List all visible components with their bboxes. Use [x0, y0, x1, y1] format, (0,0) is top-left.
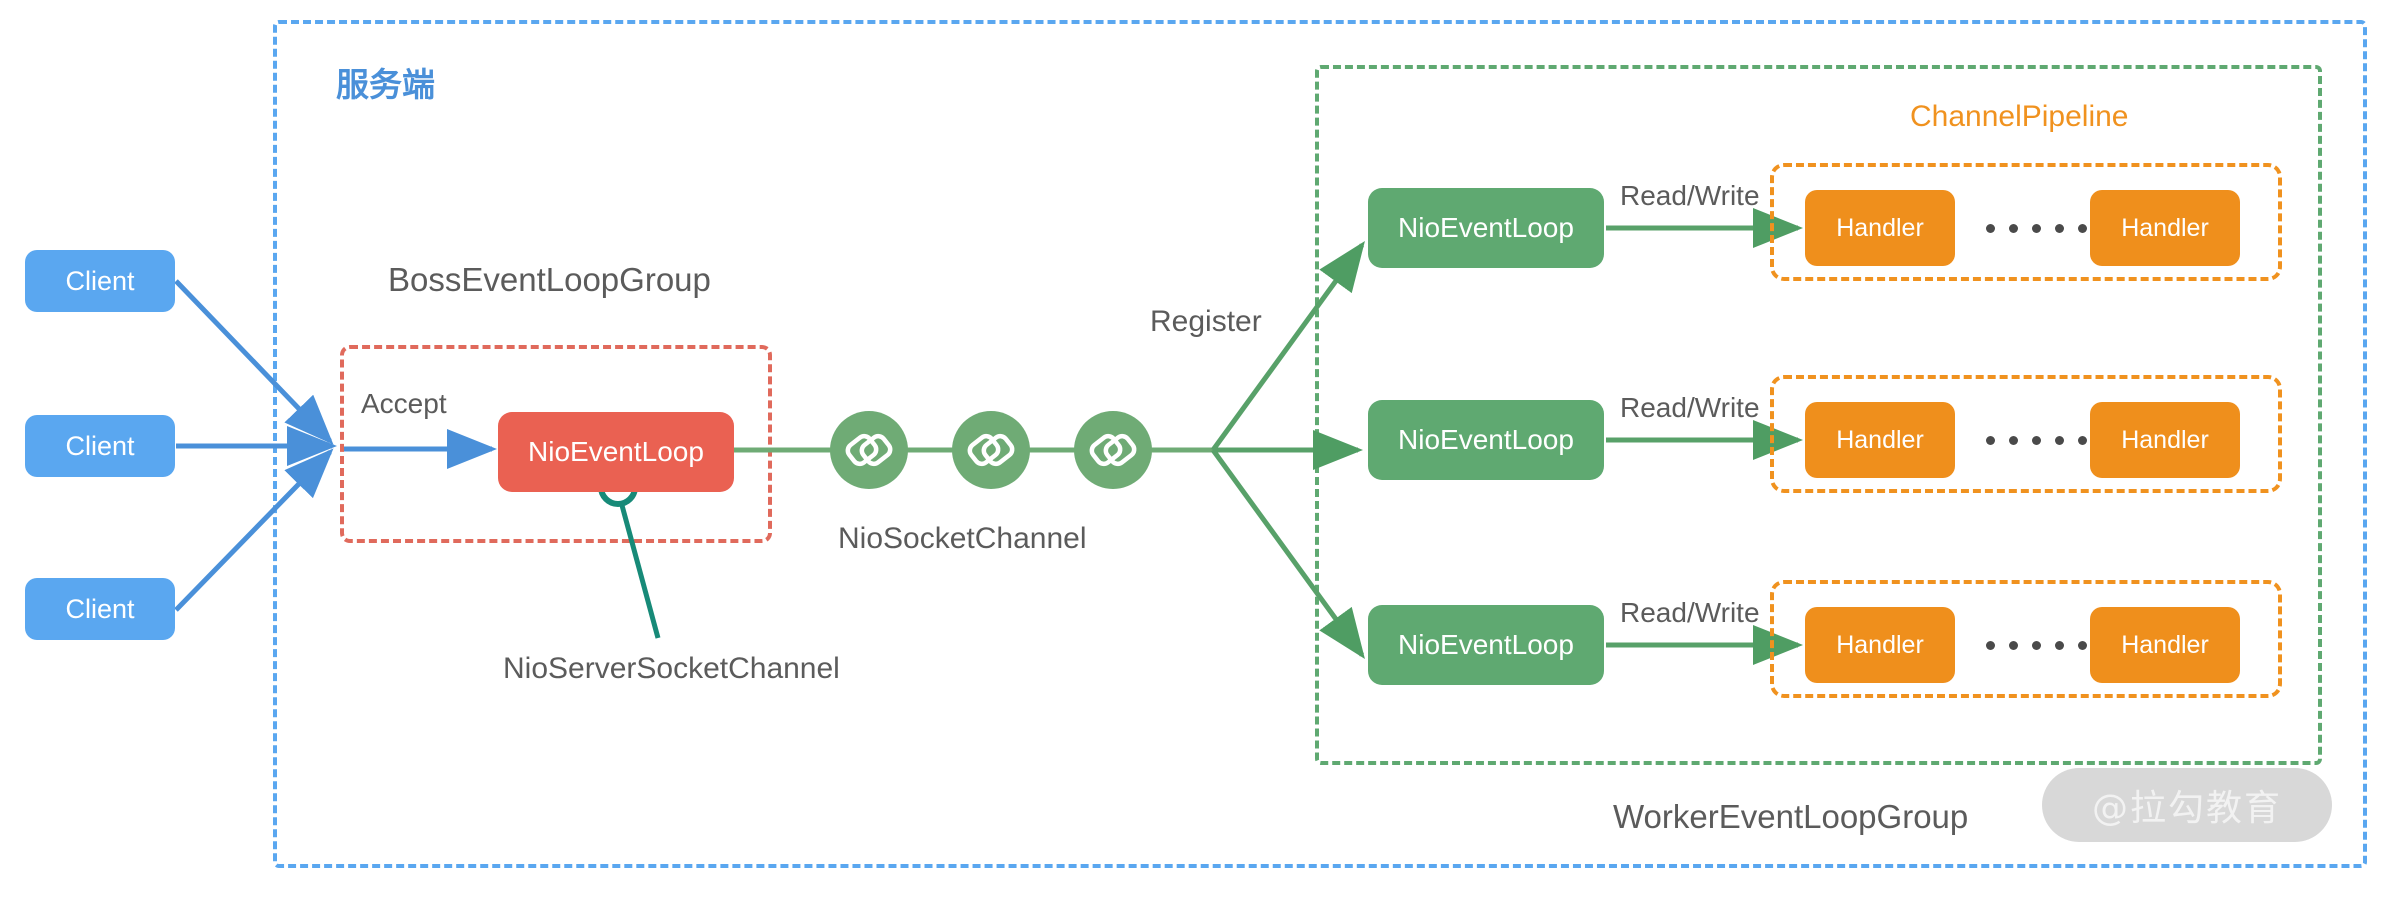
worker-nio-event-loop-label: NioEventLoop [1398, 212, 1574, 243]
worker-event-loop-group-box [1315, 65, 2322, 765]
watermark-badge: @拉勾教育 [2042, 768, 2332, 842]
handler-node-1a[interactable]: Handler [1805, 190, 1955, 266]
channel-pipeline-label: ChannelPipeline [1910, 100, 2129, 133]
boss-nio-event-loop-label: NioEventLoop [528, 436, 704, 467]
client-label: Client [65, 265, 135, 296]
read-write-label-2: Read/Write [1620, 392, 1760, 423]
boss-event-loop-group-label: BossEventLoopGroup [388, 261, 711, 298]
nio-server-socket-channel-label: NioServerSocketChannel [503, 652, 840, 685]
handler-label: Handler [2121, 213, 2209, 242]
handler-label: Handler [1836, 213, 1924, 242]
handler-label: Handler [2121, 630, 2209, 659]
nio-socket-channel-label: NioSocketChannel [838, 522, 1087, 555]
client-node-3[interactable]: Client [25, 578, 175, 640]
client-label: Client [65, 593, 135, 624]
handler-node-3b[interactable]: Handler [2090, 607, 2240, 683]
nio-socket-channel-node-2[interactable] [952, 411, 1030, 489]
worker-nio-event-loop-node-2[interactable]: NioEventLoop [1368, 400, 1604, 480]
handler-label: Handler [1836, 630, 1924, 659]
worker-nio-event-loop-node-3[interactable]: NioEventLoop [1368, 605, 1604, 685]
client-label: Client [65, 430, 135, 461]
worker-nio-event-loop-node-1[interactable]: NioEventLoop [1368, 188, 1604, 268]
handler-label: Handler [1836, 425, 1924, 454]
boss-event-loop-group-box [340, 345, 772, 543]
worker-nio-event-loop-label: NioEventLoop [1398, 629, 1574, 660]
read-write-label-3: Read/Write [1620, 597, 1760, 628]
handler-node-2b[interactable]: Handler [2090, 402, 2240, 478]
client-node-1[interactable]: Client [25, 250, 175, 312]
client-node-2[interactable]: Client [25, 415, 175, 477]
link-icon [1089, 433, 1137, 467]
nio-socket-channel-node-3[interactable] [1074, 411, 1152, 489]
channel-pipeline-box-1 [1770, 163, 2282, 281]
boss-nio-event-loop-node[interactable]: NioEventLoop [498, 412, 734, 492]
register-label: Register [1150, 305, 1262, 338]
link-icon [845, 433, 893, 467]
accept-label: Accept [361, 388, 447, 419]
nio-socket-channel-node-1[interactable] [830, 411, 908, 489]
read-write-label-1: Read/Write [1620, 180, 1760, 211]
server-region-label: 服务端 [336, 66, 435, 103]
handler-label: Handler [2121, 425, 2209, 454]
worker-nio-event-loop-label: NioEventLoop [1398, 424, 1574, 455]
link-icon [967, 433, 1015, 467]
handler-node-3a[interactable]: Handler [1805, 607, 1955, 683]
handler-node-2a[interactable]: Handler [1805, 402, 1955, 478]
handler-node-1b[interactable]: Handler [2090, 190, 2240, 266]
watermark-text: @拉勾教育 [2091, 788, 2282, 829]
channel-pipeline-box-3 [1770, 580, 2282, 698]
worker-event-loop-group-label: WorkerEventLoopGroup [1613, 798, 1969, 835]
channel-pipeline-box-2 [1770, 375, 2282, 493]
